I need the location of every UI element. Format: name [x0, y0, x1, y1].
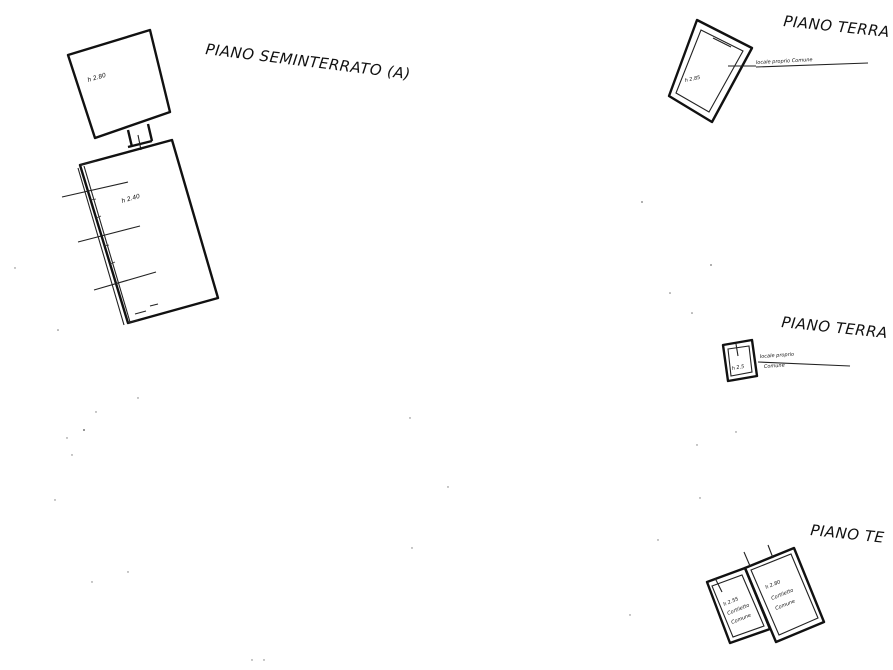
scan-speckles [14, 201, 737, 661]
ground1-title: PIANO TERRA [783, 12, 891, 41]
leader-line-1 [61, 181, 129, 198]
leader-line-2 [77, 225, 141, 243]
ground3-left-room-tag: h 2.55 [723, 596, 740, 608]
ground1-note-underline [755, 62, 869, 68]
ground3-title: PIANO TE [810, 521, 886, 547]
ground-floor-plan-3: h 2.55 Cortiletto Comune h 2.80 Cortilet… [705, 521, 886, 645]
ground2-title: PIANO TERRA [781, 313, 889, 342]
basement-upper-room-tag: h 2.80 [87, 72, 107, 84]
ground2-note-line1: locale proprio [760, 352, 795, 360]
ground2-note-line2: Comune [764, 363, 785, 370]
basement-upper-room [66, 28, 172, 140]
basement-door-mark [127, 303, 159, 324]
ground2-room-tag: h 2.5 [731, 364, 745, 372]
ground3-tick-3 [714, 577, 723, 593]
ground1-room-tag: h 2.85 [684, 75, 701, 84]
ground1-note: locale proprio Comune [756, 57, 813, 66]
ground3-left-inner [711, 574, 765, 638]
ground3-tick-2 [767, 544, 774, 559]
basement-window-ticks [90, 198, 116, 265]
ground3-right-inner [750, 553, 819, 636]
ground2-room-inner [727, 345, 753, 377]
ground3-right-room [743, 546, 826, 644]
basement-plan: h 2.80 h 2.40 PIANO SEMINTERRATO (A) [61, 28, 412, 326]
ground3-tick-1 [743, 551, 751, 567]
ground2-room-outer [721, 338, 759, 383]
leader-line-3 [93, 271, 157, 291]
ground1-room-inner [675, 29, 744, 113]
ground3-right-note-2: Comune [775, 598, 797, 611]
basement-tick-top [79, 160, 97, 166]
ground2-note-underline [757, 361, 851, 367]
basement-lower-room [78, 138, 220, 325]
ground-floor-plan-2: h 2.5 locale proprio Comune PIANO TERRA [721, 313, 889, 383]
ground1-room-tick [712, 37, 732, 48]
ground2-room-tick [735, 343, 739, 357]
ground3-right-room-tag: h 2.80 [765, 579, 782, 591]
basement-inner-wall [77, 165, 131, 326]
ground1-room-outer [667, 18, 754, 124]
ground-floor-plan-1: h 2.85 locale proprio Comune PIANO TERRA [667, 12, 891, 124]
basement-title: PIANO SEMINTERRATO (A) [205, 40, 412, 83]
basement-lower-room-tag: h 2.40 [121, 193, 141, 205]
